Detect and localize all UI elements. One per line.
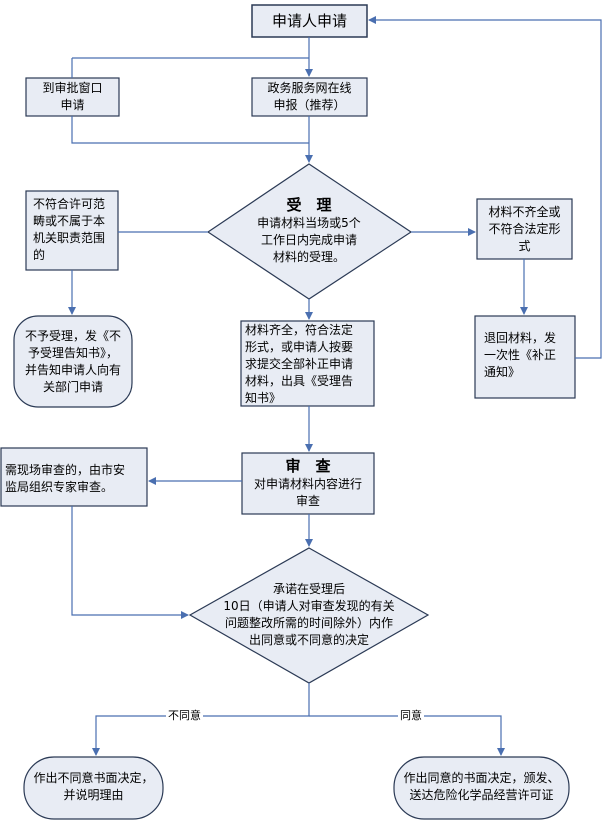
start-box bbox=[251, 4, 368, 38]
online-box bbox=[251, 77, 368, 117]
edge-label-disagree: 不同意 bbox=[166, 709, 203, 722]
edge-label-agree: 同意 bbox=[398, 709, 424, 722]
not-in-scope-box bbox=[25, 190, 119, 271]
accept-notice-box bbox=[240, 320, 375, 407]
start-label: 申请人申请 bbox=[271, 12, 347, 30]
edge-window-merge bbox=[71, 116, 309, 144]
review-box bbox=[241, 452, 375, 515]
online-label: 政务服务网在线 申报（推荐） bbox=[267, 81, 352, 112]
incomplete-box bbox=[476, 198, 573, 260]
edge-decision-agree bbox=[309, 715, 505, 756]
agree-result-label: 作出同意的书面决定，颁发、 送达危险化学品经营许可证 bbox=[403, 771, 560, 802]
reject-notice-label: 不予受理，发《不 予受理告知书》， 并告知申请人向有 关部门申请 bbox=[24, 329, 121, 394]
window-box bbox=[25, 77, 120, 117]
onsite-label: 需现场审查的，由市安 监局组织专家审查。 bbox=[5, 463, 126, 494]
onsite-box bbox=[0, 447, 148, 507]
review-title: 审 查 bbox=[285, 457, 331, 475]
edge-onsite-decision bbox=[71, 506, 189, 619]
incomplete-label: 材料不齐全或 不符合法定形 式 bbox=[488, 205, 561, 253]
review-body: 对申请材料内容进行 审查 bbox=[253, 477, 362, 508]
return-materials-label: 退回材料，发 一次性《补正 通知》 bbox=[484, 331, 557, 379]
edge-return-start bbox=[368, 16, 602, 359]
accept-title: 受 理 bbox=[286, 196, 332, 214]
accept-body: 申请材料当场或5个 工作日内完成申请 材料的受理。 bbox=[257, 216, 361, 264]
disagree-result-box bbox=[23, 756, 164, 820]
return-materials-box bbox=[474, 315, 576, 399]
reject-notice-box bbox=[13, 315, 133, 408]
decision-label: 承诺在受理后 10日（申请人对审查发现的有关 问题整改所需的时间除外）内作 出同… bbox=[223, 582, 395, 647]
agree-result-box bbox=[393, 756, 570, 820]
accept-notice-label: 材料齐全，符合法定 形式，或申请人按要 求提交全部补正申请 材料，出具《受理告 … bbox=[245, 323, 354, 405]
disagree-result-label: 作出不同意书面决定， 并说明理由 bbox=[33, 771, 154, 802]
window-label: 到审批窗口 申请 bbox=[42, 81, 103, 112]
not-in-scope-label: 不符合许可范 畴或不属于本 机关职责范围 的 bbox=[33, 197, 106, 262]
